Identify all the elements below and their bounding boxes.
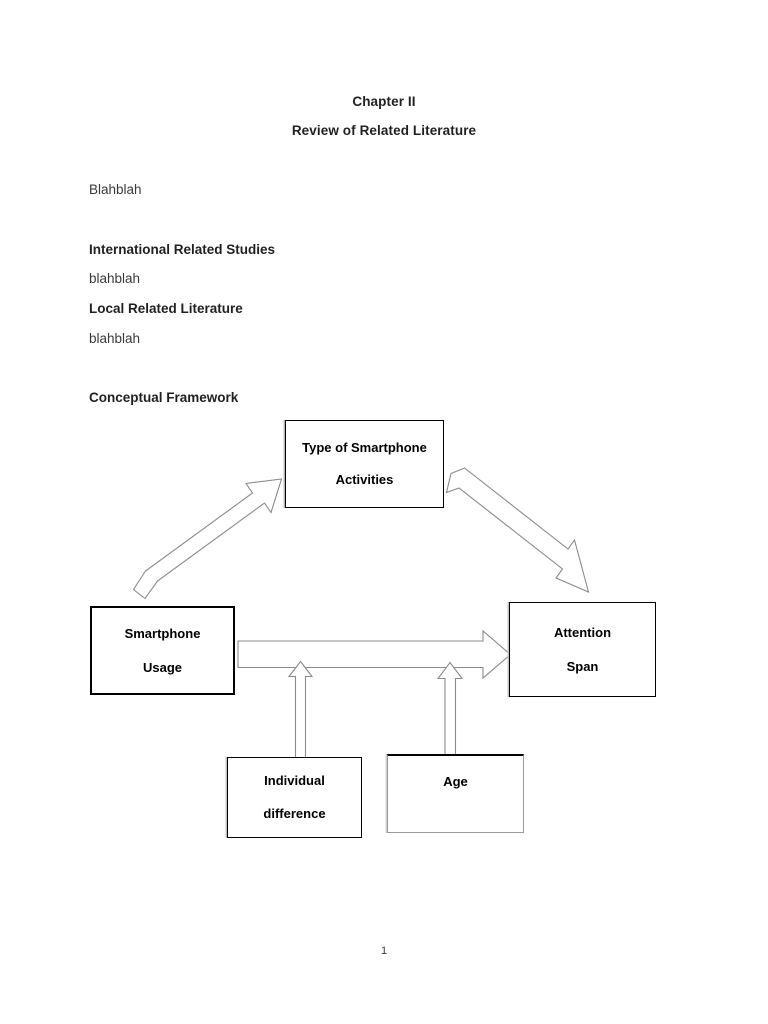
node-usage-line-1: Smartphone <box>124 625 201 641</box>
section-body-local: blahblah <box>89 331 141 346</box>
section-heading-conceptual-framework: Conceptual Framework <box>89 390 239 405</box>
node-attention-line-2: Span <box>566 658 599 674</box>
page-number: 1 <box>380 945 388 957</box>
usage-to-attention-arrow <box>237 629 512 680</box>
node-individual-line-2: difference <box>263 806 326 821</box>
node-type-of-smartphone-activities[interactable]: Type of Smartphone Activities <box>285 420 444 508</box>
section-heading-local: Local Related Literature <box>89 301 243 316</box>
node-attention-line-1: Attention <box>553 624 612 640</box>
node-attention-span[interactable]: Attention Span <box>509 602 656 697</box>
usage-to-type-arrow <box>132 478 283 600</box>
node-smartphone-usage[interactable]: Smartphone Usage <box>90 606 235 695</box>
node-age[interactable]: Age <box>387 754 524 833</box>
type-to-attention-arrow <box>445 467 590 593</box>
section-heading-international: International Related Studies <box>89 242 276 257</box>
age-to-main-arrow <box>436 661 464 756</box>
node-age-line-1: Age <box>443 774 468 789</box>
node-individual-difference[interactable]: Individual difference <box>227 757 362 838</box>
node-usage-line-2: Usage <box>142 659 183 675</box>
node-type-line-2: Activities <box>335 472 394 487</box>
node-type-line-1: Type of Smartphone <box>302 440 427 456</box>
intro-paragraph: Blahblah <box>89 182 142 197</box>
chapter-subtitle: Review of Related Literature <box>291 123 477 138</box>
individual-difference-to-main-arrow <box>287 660 314 759</box>
node-individual-line-1: Individual <box>264 773 325 789</box>
section-body-international: blahblah <box>89 271 141 286</box>
chapter-title: Chapter II <box>352 94 416 109</box>
